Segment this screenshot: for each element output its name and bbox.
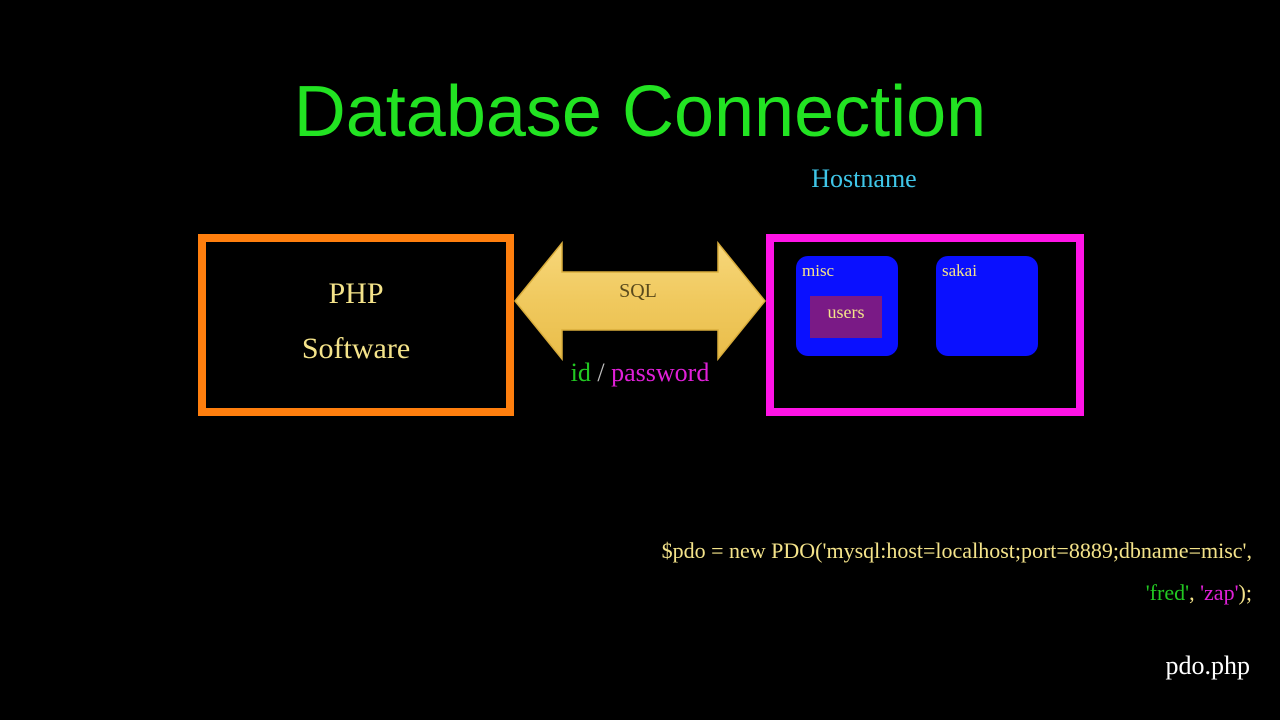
database-sakai-label: sakai [942,261,977,280]
filename-label: pdo.php [1165,651,1251,680]
code-line-end: ); [1238,580,1252,605]
double-arrow-shape [514,240,766,362]
database-server-box [766,234,1084,416]
sql-double-arrow [514,240,766,362]
credentials-label: id / password [540,356,740,390]
code-password-value: 'zap' [1200,580,1239,605]
php-software-box: PHP Software [198,234,514,416]
slide-title: Database Connection [293,72,987,152]
table-users: users [810,296,882,338]
code-separator: , [1189,580,1201,605]
sql-label: SQL [619,280,657,302]
pdo-code-line-1: $pdo = new PDO('mysql:host=localhost;por… [661,538,1252,563]
php-label: PHP [328,277,384,310]
database-sakai: sakai [936,256,1038,356]
password-label: password [611,358,710,387]
database-misc-label: misc [802,261,835,280]
credentials-separator: / [597,358,605,387]
hostname-label: Hostname [811,164,917,193]
table-users-label: users [827,302,865,322]
pdo-code-line-2: 'fred', 'zap'); [1146,576,1252,610]
software-label: Software [301,332,411,365]
id-label: id [570,358,591,387]
code-user-value: 'fred' [1145,580,1190,605]
